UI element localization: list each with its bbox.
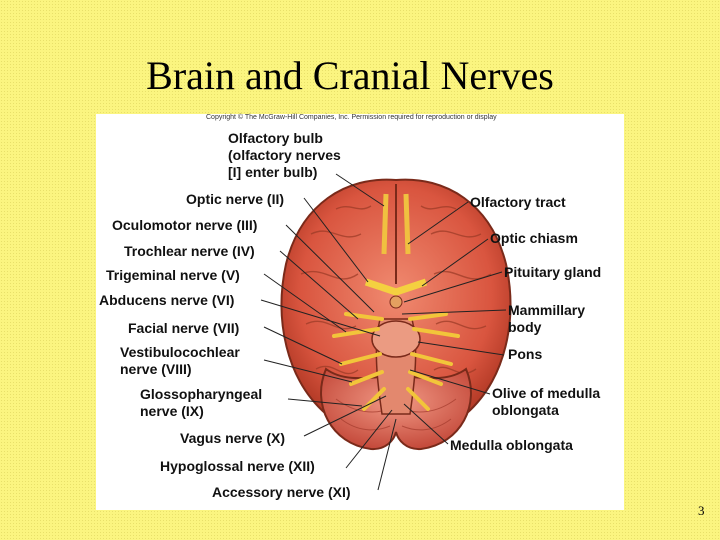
label-medulla-oblongata: Medulla oblongata [450,437,573,453]
label-trigeminal-nerve: Trigeminal nerve (V) [106,267,240,283]
label-trochlear-nerve: Trochlear nerve (IV) [124,243,255,259]
label-accessory-nerve: Accessory nerve (XI) [212,484,351,500]
label-glossopharyngeal-nerve: Glossopharyngeal nerve (IX) [140,386,263,419]
page-number: 3 [698,503,705,518]
label-optic-nerve: Optic nerve (II) [186,191,285,207]
copyright-notice: Copyright © The McGraw-Hill Companies, I… [206,114,497,121]
label-olive-of-medulla: Olive of medulla oblongata [492,385,601,418]
label-pituitary-gland: Pituitary gland [504,264,602,280]
label-vagus-nerve: Vagus nerve (X) [180,430,286,446]
label-pons: Pons [508,346,543,362]
label-olfactory-bulb: Olfactory bulb (olfactory nerves [I] ent… [228,130,341,180]
label-abducens-nerve: Abducens nerve (VI) [99,292,235,308]
pons-shape [371,320,421,358]
brain-figure: Copyright © The McGraw-Hill Companies, I… [96,114,624,510]
label-optic-chiasm: Optic chiasm [490,230,578,246]
label-olfactory-tract: Olfactory tract [470,194,566,210]
label-mammillary-body: Mammillary body [508,302,586,335]
label-vestibulocochlear-nerve: Vestibulocochlear nerve (VIII) [120,344,240,377]
label-facial-nerve: Facial nerve (VII) [128,320,240,336]
slide-title: Brain and Cranial Nerves [146,53,554,98]
brain-illustration [260,173,512,491]
label-oculomotor-nerve: Oculomotor nerve (III) [112,217,258,233]
label-hypoglossal-nerve: Hypoglossal nerve (XII) [160,458,315,474]
